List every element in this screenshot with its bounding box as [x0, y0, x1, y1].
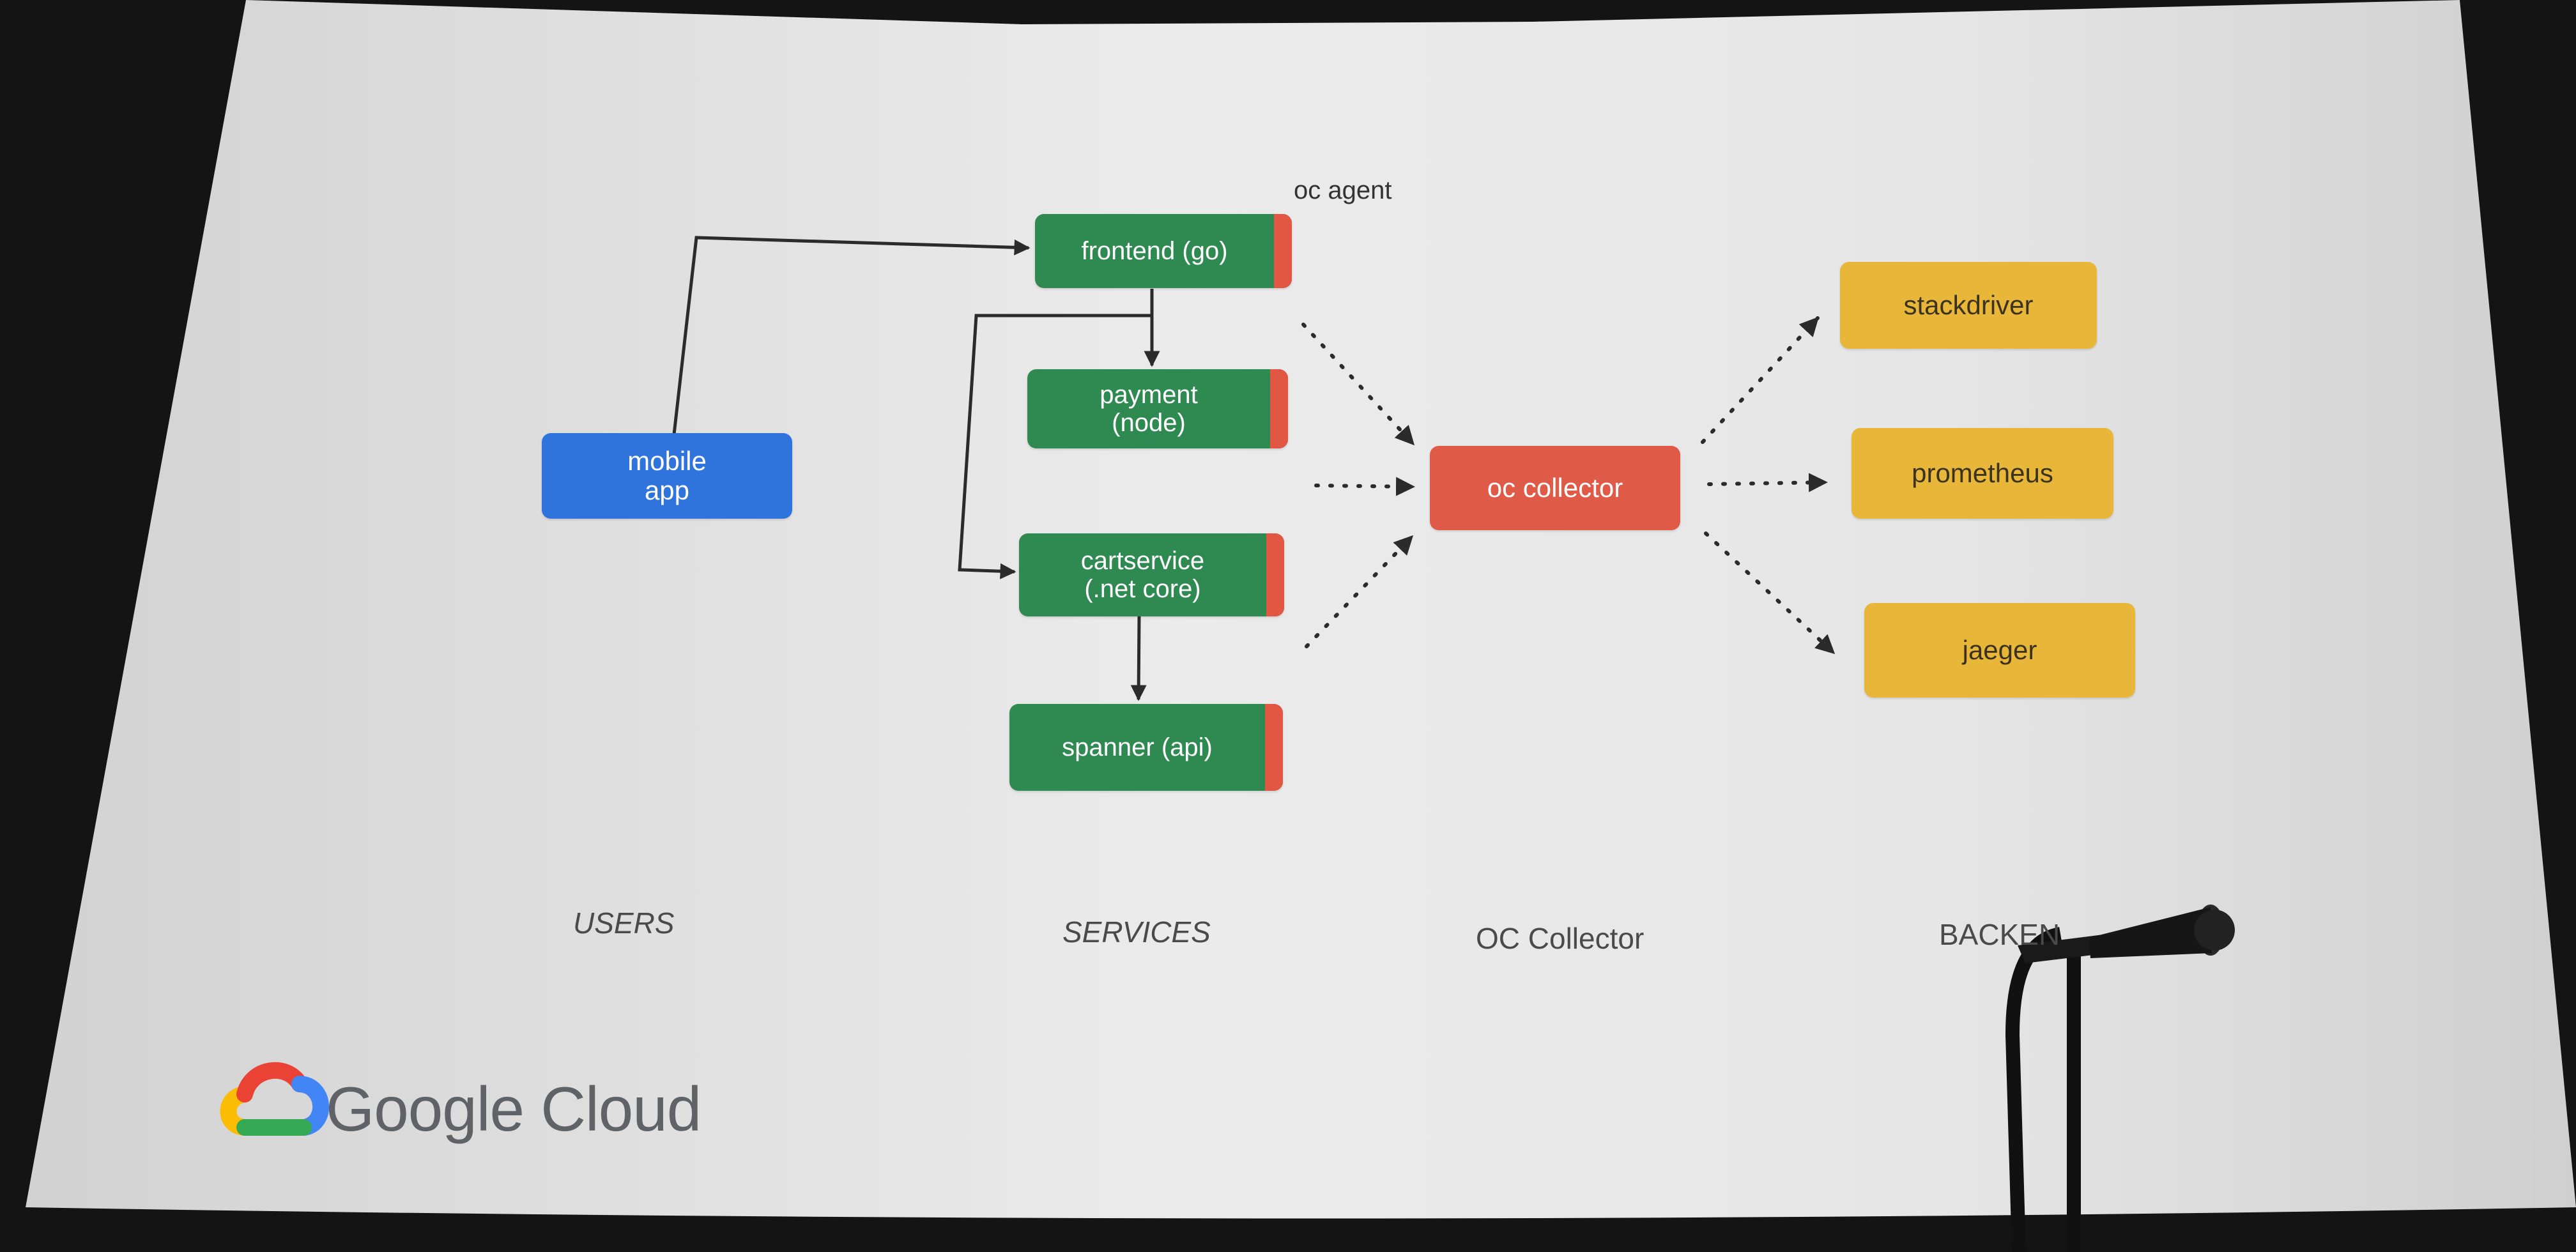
- google-cloud-logo-icon: [220, 1062, 329, 1136]
- request-arrows: [672, 236, 1160, 701]
- cartservice-node: cartservice (.net core): [1019, 533, 1284, 616]
- frontend-label: frontend (go): [1081, 237, 1228, 265]
- dotted-cartservice-to-collector: [1305, 535, 1414, 648]
- payment-label: payment (node): [1100, 381, 1198, 437]
- microphone: [2005, 905, 2235, 1252]
- frontend-node: frontend (go): [1035, 214, 1292, 288]
- dotted-collector-to-stackdriver: [1701, 316, 1820, 444]
- frontend-agent-marker: [1274, 214, 1292, 288]
- collector-column-label: OC Collector: [1476, 922, 1644, 955]
- prometheus-label: prometheus: [1912, 457, 2053, 488]
- cartservice-agent-marker: [1266, 533, 1284, 616]
- spanner-label: spanner (api): [1062, 733, 1213, 761]
- prometheus-node: prometheus: [1851, 428, 2113, 519]
- jaeger-node: jaeger: [1864, 603, 2135, 698]
- stackdriver-label: stackdriver: [1903, 289, 2034, 320]
- dotted-payment-to-collector: [1314, 477, 1415, 496]
- cartservice-label: cartservice (.net core): [1080, 547, 1205, 603]
- mobile-app-label: mobile app: [627, 445, 707, 505]
- mobile-app-node: mobile app: [542, 433, 792, 519]
- users-column-label: USERS: [573, 906, 675, 940]
- oc-agent-label: oc agent: [1294, 176, 1392, 204]
- dotted-frontend-to-collector: [1301, 323, 1415, 446]
- arrow-cartservice-to-spanner: [1130, 616, 1147, 701]
- arrow-mobile-to-frontend: [672, 236, 1031, 435]
- spanner-agent-marker: [1265, 704, 1283, 791]
- jaeger-label: jaeger: [1962, 634, 2037, 665]
- telemetry-arrows: [1301, 316, 1836, 655]
- backends-column-label: BACKEN: [1939, 918, 2060, 951]
- dotted-collector-to-prometheus: [1707, 473, 1828, 492]
- services-column-label: SERVICES: [1062, 915, 1211, 949]
- payment-node: payment (node): [1027, 369, 1288, 448]
- oc-collector-label: oc collector: [1487, 472, 1623, 503]
- payment-agent-marker: [1270, 369, 1288, 448]
- oc-collector-node: oc collector: [1430, 446, 1680, 530]
- stackdriver-node: stackdriver: [1840, 262, 2097, 349]
- spanner-node: spanner (api): [1009, 704, 1283, 791]
- dotted-collector-to-jaeger: [1704, 531, 1836, 655]
- google-cloud-wordmark: Google Cloud: [326, 1074, 702, 1144]
- arrow-frontend-to-cartservice: [958, 314, 1152, 579]
